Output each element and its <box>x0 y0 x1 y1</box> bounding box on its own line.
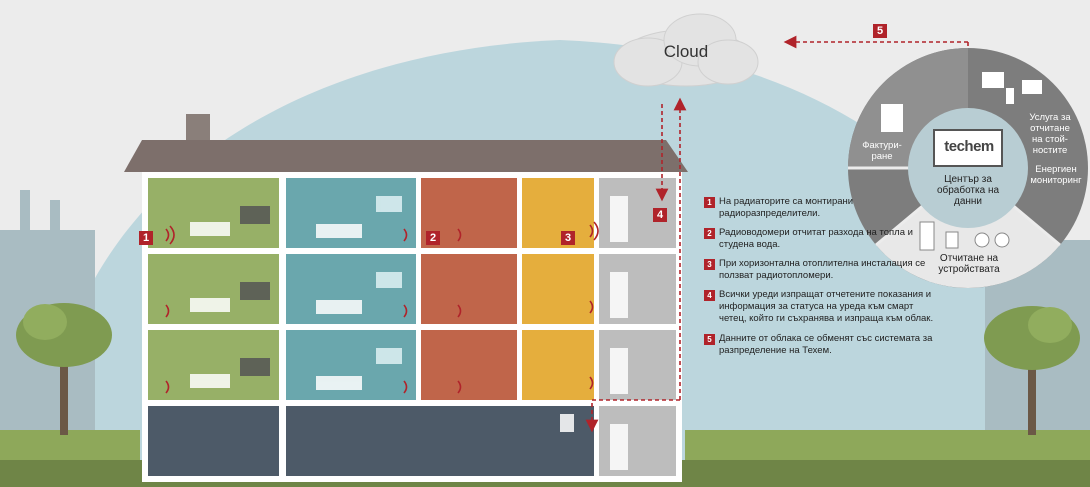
legend-number: 2 <box>704 228 715 239</box>
cloud-label: Cloud <box>663 42 709 61</box>
badge-1: 1 <box>139 231 153 245</box>
legend-number: 4 <box>704 290 715 301</box>
badge-3: 3 <box>561 231 575 245</box>
legend-text: Радиоводомери отчитат разхода на топла и… <box>719 227 913 250</box>
badge-2: 2 <box>426 231 440 245</box>
techem-logo: techem <box>944 138 994 155</box>
ring-energy-label: Енергиен мониторинг <box>1030 164 1082 186</box>
legend-text: На радиаторите са монтирани радиоразпред… <box>719 196 854 219</box>
roof <box>124 140 688 172</box>
tree-left <box>16 303 112 435</box>
legend-item: 2 Радиоводомери отчитат разхода на топла… <box>704 227 934 251</box>
badge-4: 4 <box>653 208 667 222</box>
radio-waves <box>165 221 599 394</box>
legend-item: 1 На радиаторите са монтирани радиоразпр… <box>704 196 934 220</box>
legend-text: Всички уреди изпращат отчетените показан… <box>719 289 934 324</box>
ring-billing-label: Фактури- ране <box>862 140 902 162</box>
rooms <box>148 178 676 476</box>
ring-center-label: Център за обработка на данни <box>936 174 1000 207</box>
legend-number: 1 <box>704 197 715 208</box>
legend-text: При хоризонтална отоплителна инсталация … <box>719 258 926 281</box>
legend-number: 5 <box>704 334 715 345</box>
legend-number: 3 <box>704 259 715 270</box>
badge-5: 5 <box>873 24 887 38</box>
chimney <box>186 114 210 140</box>
ring-service-label: Услуга за отчитане на стой- ностите <box>1029 112 1071 156</box>
ring-reading-label: Отчитане на устройствата <box>938 253 1000 275</box>
legend-item: 4 Всички уреди изпращат отчетените показ… <box>704 289 934 325</box>
cloud-shape <box>613 13 759 87</box>
service-ring <box>848 48 1088 288</box>
legend-item: 3 При хоризонтална отоплителна инсталаци… <box>704 258 934 282</box>
legend-text: Данните от облака се обменят със система… <box>719 333 933 356</box>
furniture <box>190 196 628 470</box>
legend-item: 5 Данните от облака се обменят със систе… <box>704 333 934 357</box>
tree-right <box>984 306 1080 435</box>
